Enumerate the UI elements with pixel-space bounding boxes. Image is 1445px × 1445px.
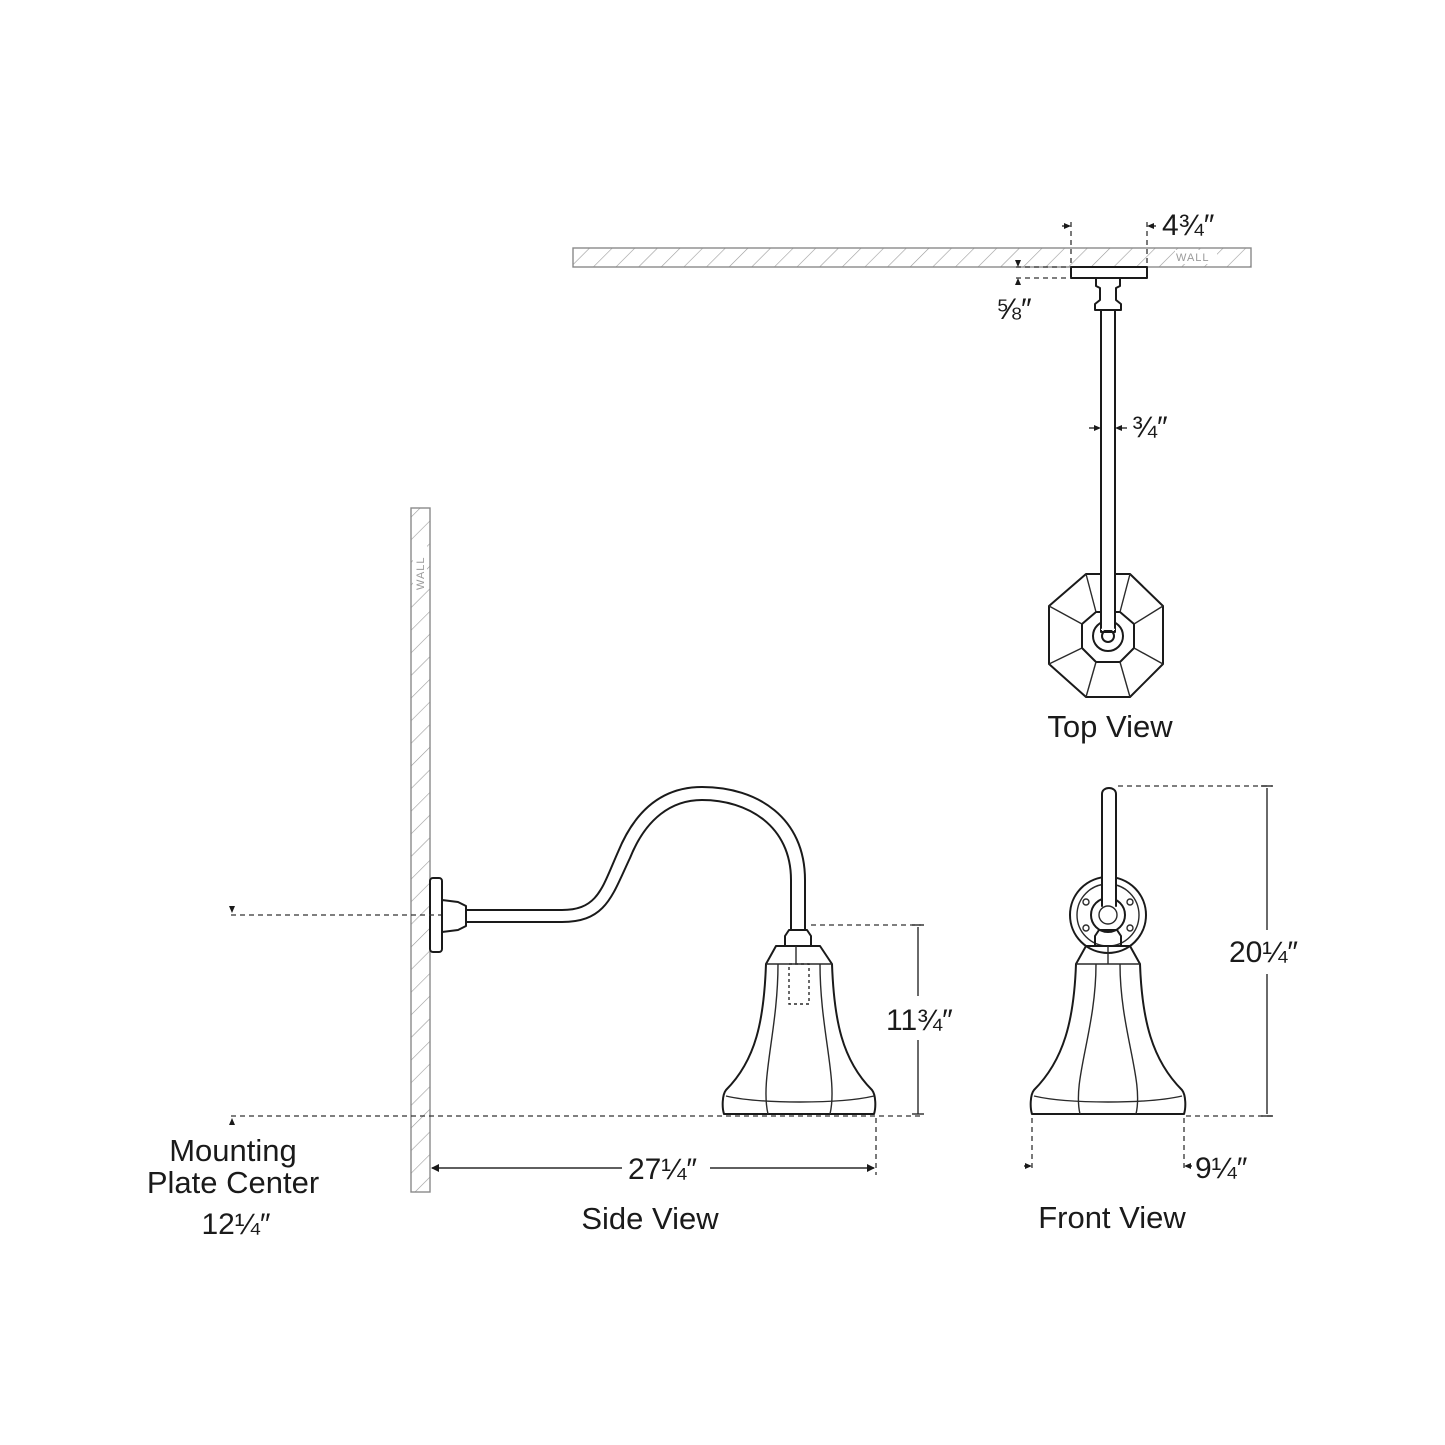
front-view-label: Front View: [1038, 1200, 1186, 1235]
dim-shade-width-text: 9¼″: [1195, 1152, 1248, 1185]
dim-arm-diameter-text: ¾″: [1132, 411, 1168, 444]
top-backplate: [1070, 266, 1148, 279]
dim-arm-diameter: [1089, 425, 1127, 431]
top-view-label: Top View: [1047, 709, 1173, 744]
dim-mounting-height-text: 12¼″: [201, 1208, 270, 1241]
top-view: WALL: [572, 209, 1252, 744]
mounting-label-line1: Mounting: [169, 1133, 297, 1168]
dim-backplate-width-text: 4¾″: [1162, 209, 1215, 242]
side-wall-label: WALL: [415, 556, 427, 590]
dim-overall-height-text: 20¼″: [1229, 936, 1298, 969]
front-shade: [1029, 945, 1187, 1115]
top-fitter: [1094, 277, 1122, 311]
top-wall: [572, 247, 1252, 268]
side-view-label: Side View: [581, 1201, 719, 1236]
top-shade-facets: [1048, 573, 1164, 698]
front-arm: [1101, 787, 1117, 907]
side-view: WALL 11¾″: [147, 507, 964, 1241]
dim-backplate-width: [1062, 222, 1156, 267]
dim-projection-text: 27¼″: [628, 1153, 697, 1186]
dim-shade-width: [1024, 1118, 1192, 1170]
mounting-label-line2: Plate Center: [147, 1165, 319, 1200]
top-wall-label: WALL: [1176, 252, 1210, 264]
side-shade: [721, 945, 877, 1115]
side-fitter: [441, 899, 467, 933]
dim-backplate-depth-text: ⅝″: [996, 293, 1032, 326]
side-arm: [465, 786, 806, 931]
dim-shade-height-text: 11¾″: [886, 1004, 953, 1037]
front-view: 20¼″ 9¼″ Front View: [1024, 785, 1308, 1235]
dim-backplate-depth: [1015, 260, 1071, 285]
side-shade-fitter: [784, 929, 812, 947]
top-arm: [1100, 309, 1116, 633]
side-wall: [410, 507, 431, 1193]
